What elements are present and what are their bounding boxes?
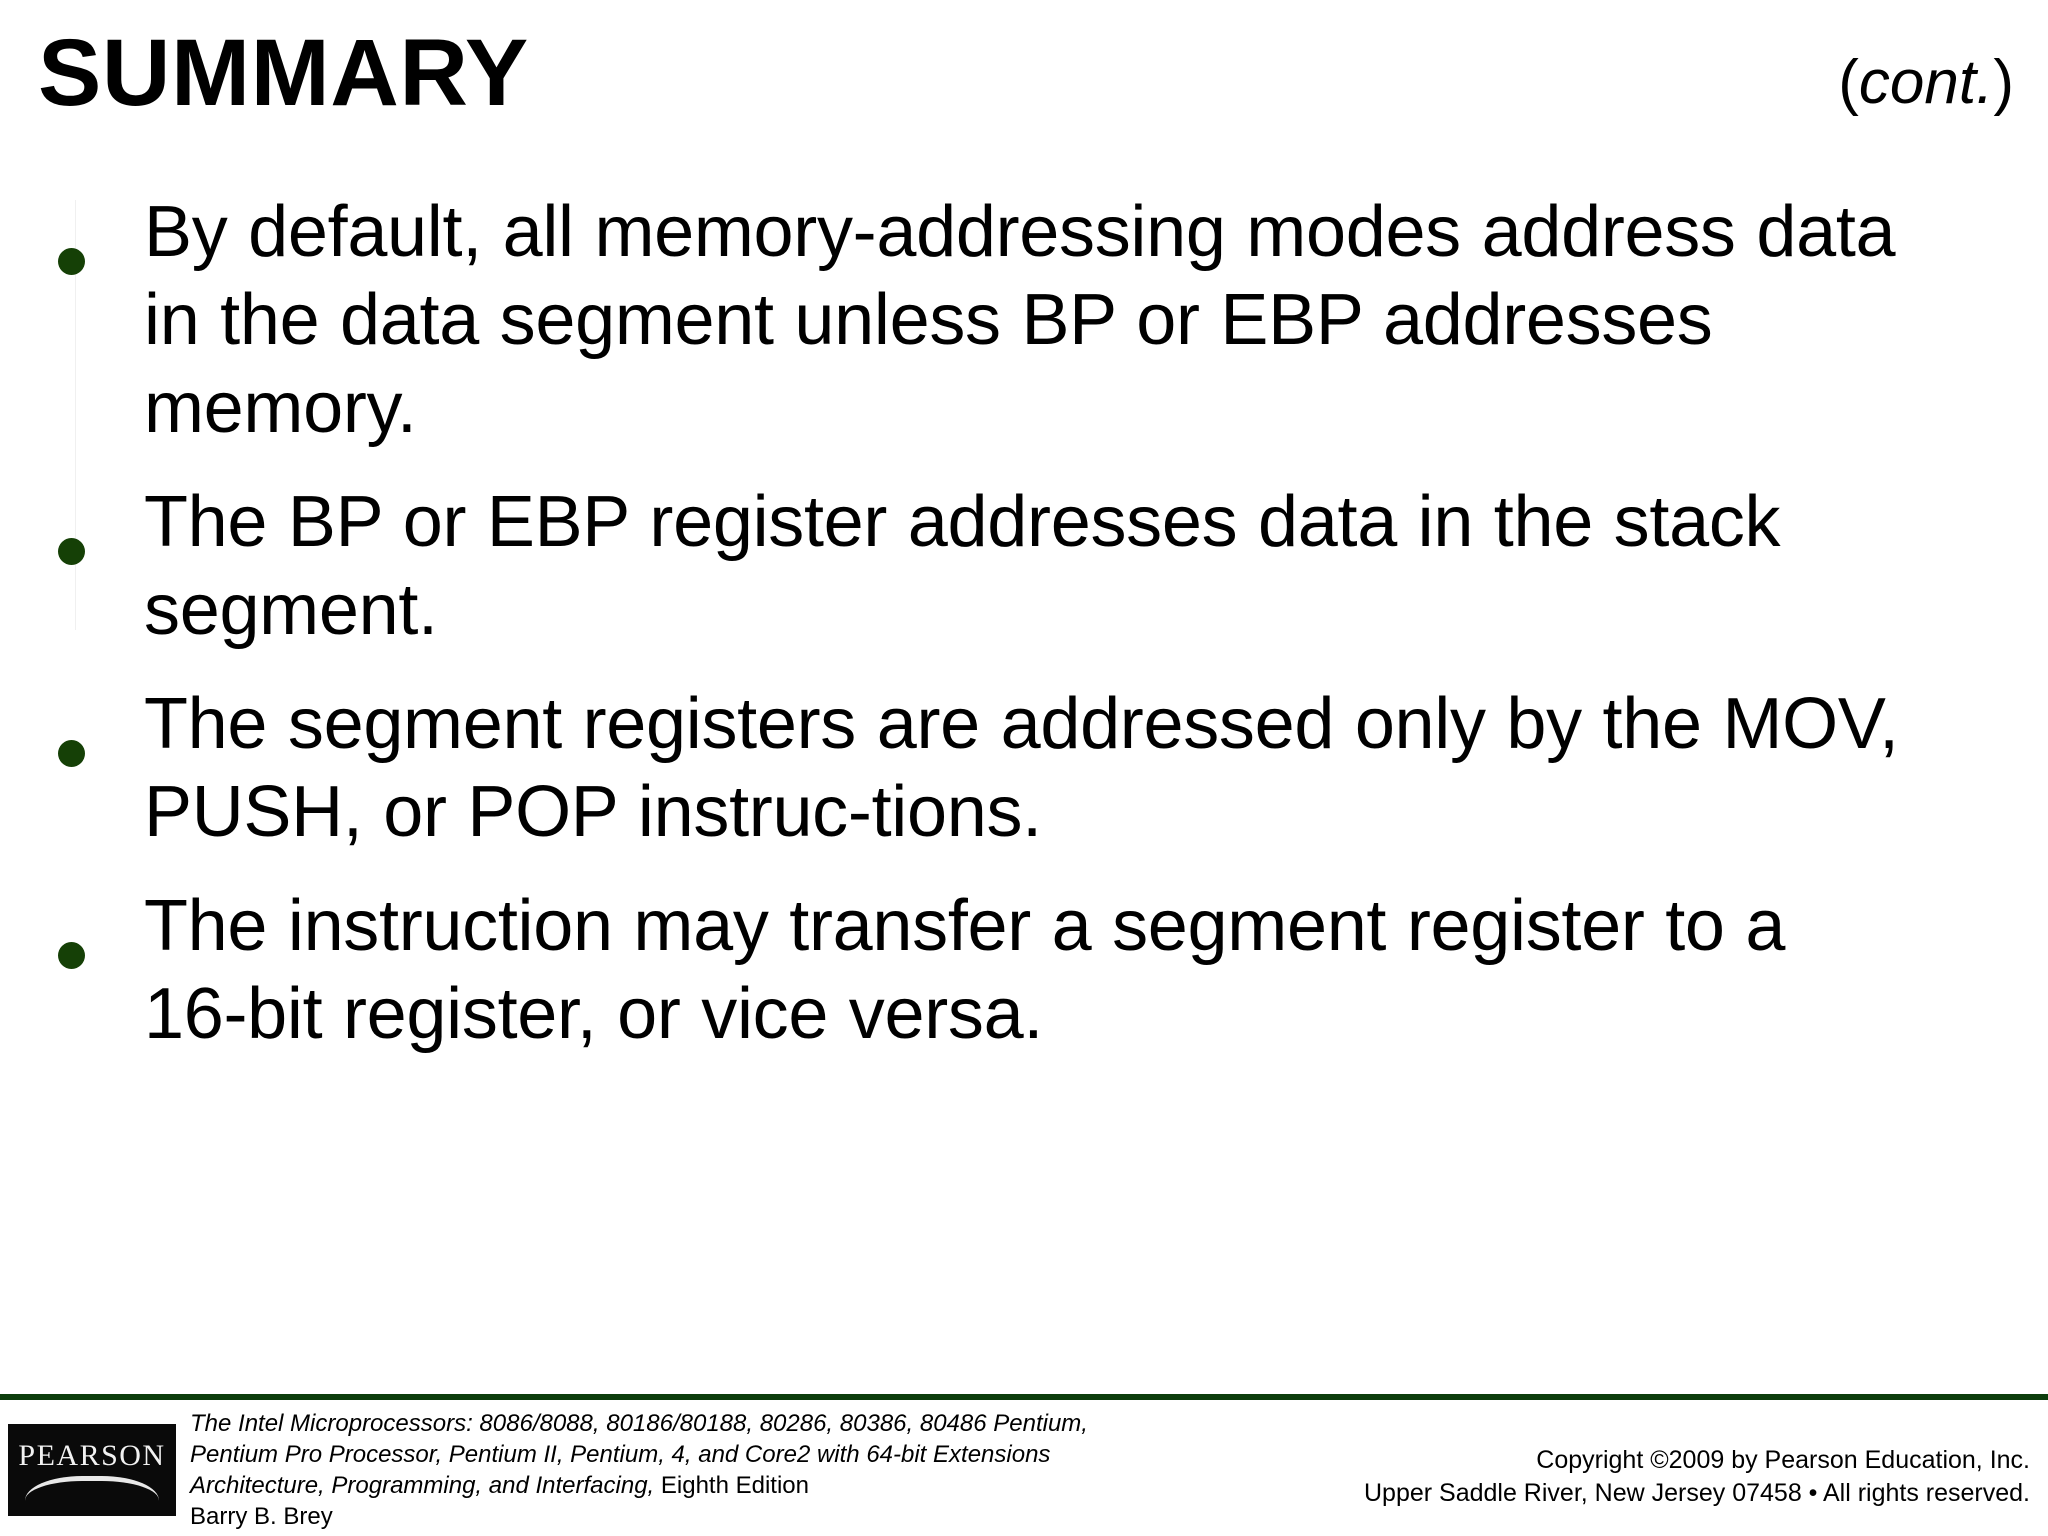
book-title-line-3: Architecture, Programming, and Interfaci… [190,1470,1230,1501]
book-edition: Eighth Edition [654,1472,809,1499]
continuation-marker: (cont.) [1838,48,2014,118]
slide-footer: PEARSON The Intel Microprocessors: 8086/… [0,1400,2048,1536]
pearson-logo-text: PEARSON [18,1439,166,1472]
page-title: SUMMARY [38,20,529,126]
list-item: The segment registers are addressed only… [34,680,2014,856]
list-item: By default, all memory-addressing modes … [34,188,2014,452]
list-item: The instruction may transfer a segment r… [34,882,2014,1058]
continuation-label: cont. [1858,48,1994,117]
book-title-line-2: Pentium Pro Processor, Pentium II, Penti… [190,1441,1051,1468]
bullet-text: The segment registers are addressed only… [144,684,1899,852]
book-author: Barry B. Brey [190,1503,333,1530]
bullet-dot-icon [58,248,85,275]
footer-divider [0,1394,2048,1400]
bullet-text: The BP or EBP register addresses data in… [144,482,1781,650]
bullet-dot-icon [58,538,85,565]
copyright-block: Copyright ©2009 by Pearson Education, In… [1210,1444,2030,1510]
slide-header: SUMMARY (cont.) [0,0,2048,170]
continuation-open-paren: ( [1838,48,1859,117]
bullet-list: By default, all memory-addressing modes … [34,188,2014,1058]
bullet-dot-icon [58,740,85,767]
copyright-line-2: Upper Saddle River, New Jersey 07458 • A… [1363,1479,2030,1507]
continuation-close-paren: ) [1993,48,2014,117]
copyright-line-1: Copyright ©2009 by Pearson Education, In… [1536,1446,2030,1474]
bullet-dot-icon [58,942,85,969]
pearson-arc-icon [25,1476,159,1516]
bullet-text: By default, all memory-addressing modes … [144,192,1896,448]
pearson-logo: PEARSON [8,1424,176,1516]
list-item: The BP or EBP register addresses data in… [34,478,2014,654]
book-citation: The Intel Microprocessors: 8086/8088, 80… [190,1408,1230,1532]
bullet-text: The instruction may transfer a segment r… [144,886,1786,1054]
book-title-line-1: The Intel Microprocessors: 8086/8088, 80… [190,1410,1088,1437]
textbox-edge-artifact [75,200,76,630]
book-subtitle-italic: Architecture, Programming, and Interfaci… [190,1472,655,1499]
